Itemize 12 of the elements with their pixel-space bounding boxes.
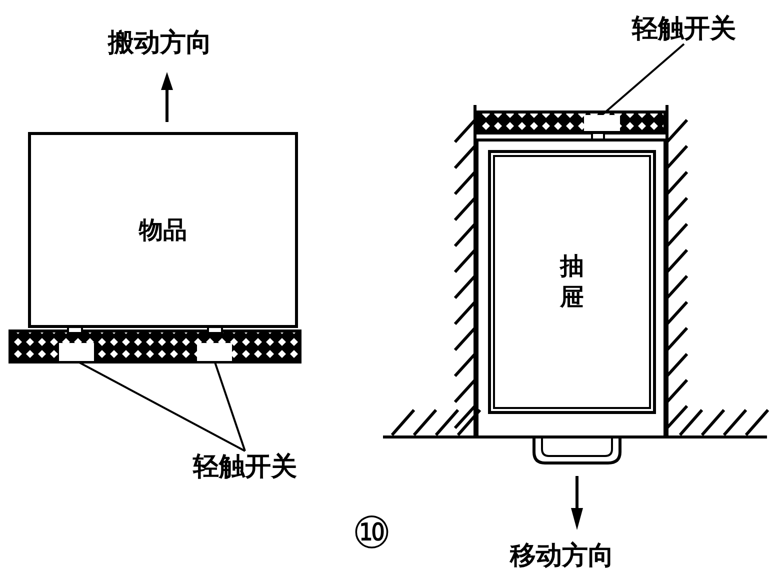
figure-number: ⑩ [352,512,392,556]
switch-block [59,343,94,361]
direction-label: 移动方向 [510,543,614,569]
switch-block [584,115,620,131]
drawer-box: 抽屉 [488,150,656,414]
switch-label: 轻触开关 [622,12,746,44]
item-box: 物品 [28,132,298,328]
direction-label: 搬动方向 [108,30,212,56]
leader-line [214,360,246,452]
switch-block [197,343,232,361]
switch-label: 轻触开关 [185,451,305,481]
leader-line [601,43,685,116]
